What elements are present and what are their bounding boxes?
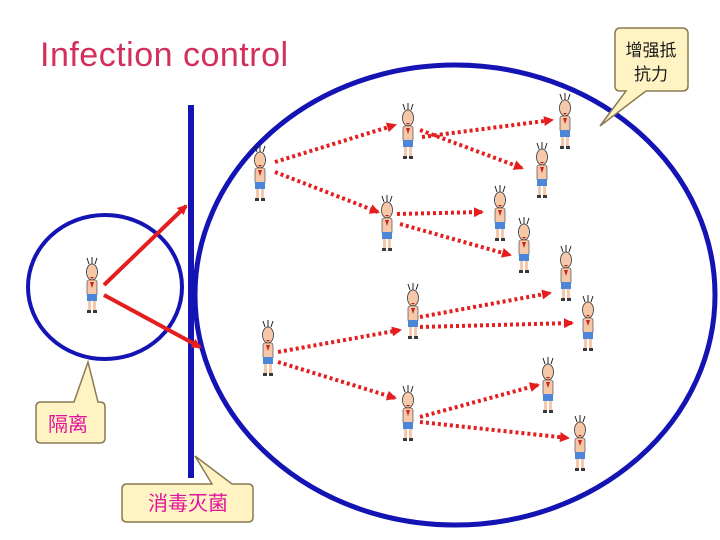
population-circle bbox=[192, 62, 718, 528]
person-figure-icon bbox=[381, 194, 393, 252]
person-figure-icon bbox=[560, 244, 572, 302]
person-figure-icon bbox=[559, 92, 571, 150]
isolation-circle bbox=[26, 213, 184, 361]
isolated-arrows bbox=[102, 204, 202, 349]
callout-disinfection-label: 消毒灭菌 bbox=[148, 491, 228, 515]
person-figure-icon bbox=[518, 216, 530, 274]
person-figure-icon bbox=[407, 282, 419, 340]
page-title: Infection control bbox=[40, 36, 289, 74]
callout-disinfection: 消毒灭菌 bbox=[121, 455, 254, 523]
callout-immunity-line1: 增强抵 bbox=[626, 41, 677, 61]
person-figure-icon bbox=[254, 144, 266, 202]
person-figure-icon bbox=[86, 256, 98, 314]
person-figure-icon bbox=[494, 184, 506, 242]
people bbox=[86, 92, 594, 472]
transmission-arrows bbox=[274, 116, 574, 443]
person-figure-icon bbox=[536, 141, 548, 199]
person-figure-icon bbox=[402, 384, 414, 442]
person-figure-icon bbox=[542, 356, 554, 414]
callout-immunity: 增强抵 抗力 bbox=[599, 27, 689, 127]
person-figure-icon bbox=[574, 414, 586, 472]
callout-immunity-line2: 抗力 bbox=[634, 65, 668, 85]
person-figure-icon bbox=[582, 294, 594, 352]
person-figure-icon bbox=[402, 102, 414, 160]
person-figure-icon bbox=[262, 319, 274, 377]
callout-isolation-label: 隔离 bbox=[48, 412, 88, 436]
callout-isolation: 隔离 bbox=[35, 359, 106, 444]
